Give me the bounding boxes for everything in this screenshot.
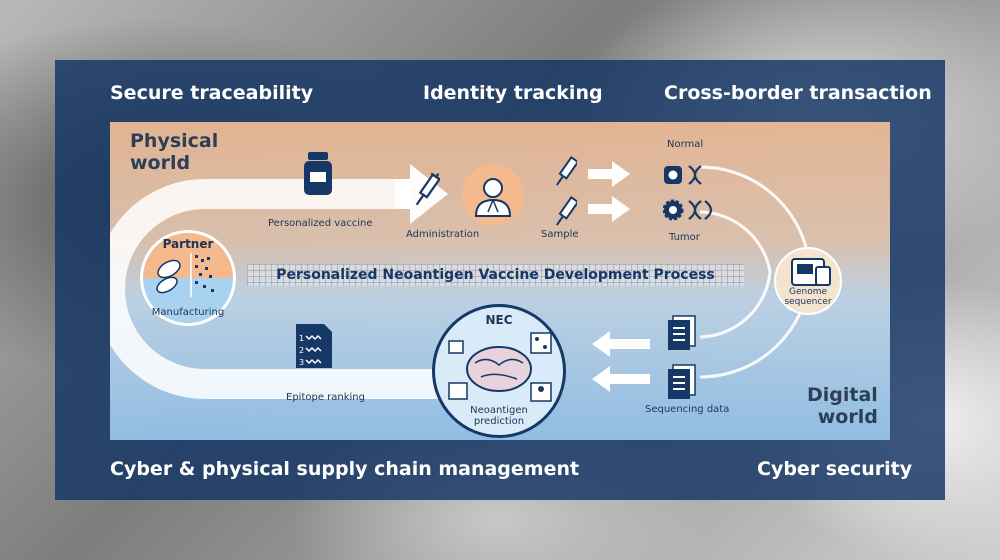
ranking-number-3: 3 (299, 358, 304, 367)
tumor-label: Tumor (669, 232, 700, 243)
brain-network-icon (448, 332, 552, 402)
physical-world-label: Physical world (130, 130, 218, 174)
physical-world-line2: world (130, 152, 191, 174)
neoantigen-line1: Neoantigen (470, 405, 528, 416)
normal-arrow (588, 161, 630, 187)
loop-track-right-inner (699, 210, 772, 339)
digital-world-line2: world (817, 406, 878, 428)
tumor-cell-dna-icon (663, 199, 713, 221)
label-cross-border-transaction: Cross-border transaction (664, 82, 932, 104)
sequencer-machine-icon (791, 258, 831, 286)
normal-label: Normal (667, 139, 704, 150)
epitope-ranking-label: Epitope ranking (286, 392, 365, 403)
manufacturing-label: Manufacturing (151, 307, 225, 318)
process-title: Personalized Neoantigen Vaccine Developm… (247, 264, 744, 286)
label-supply-chain-management: Cyber & physical supply chain management (110, 458, 580, 480)
neoantigen-line2: prediction (473, 416, 525, 427)
normal-cell-dna-icon (664, 165, 702, 185)
genome-sequencer-node: Genome sequencer (774, 247, 842, 315)
syringe-icon (415, 172, 440, 206)
label-secure-traceability: Secure traceability (110, 82, 314, 104)
sample-syringe-icon-2 (556, 196, 577, 226)
nec-node: NEC Neoantigen prediction (432, 304, 566, 438)
patient-node (462, 164, 524, 226)
sample-syringe-icon-1 (556, 156, 577, 186)
manufacturing-icon (156, 253, 214, 297)
patient-icon (474, 178, 512, 217)
partner-label: Partner (162, 237, 214, 251)
epitope-ranking-document-icon: 1 2 3 (296, 324, 332, 368)
genome-line1: Genome (788, 287, 828, 297)
data-arrow-top (592, 331, 650, 357)
sequencing-document-icon-1 (668, 315, 696, 350)
process-flow-diagram (110, 161, 812, 399)
tumor-arrow (588, 196, 630, 222)
digital-world-line1: Digital (807, 384, 878, 406)
administration-label: Administration (406, 229, 480, 240)
partner-manufacturing-node: Partner Manufacturing (140, 230, 236, 326)
personalized-vaccine-label: Personalized vaccine (268, 218, 373, 229)
label-identity-tracking: Identity tracking (423, 82, 603, 104)
physical-world-line1: Physical (130, 130, 219, 152)
sequencing-document-icon-2 (668, 364, 696, 399)
loop-track-left (110, 179, 440, 399)
sample-label: Sample (541, 229, 579, 240)
ranking-number-2: 2 (299, 346, 304, 355)
sequencing-data-label: Sequencing data (645, 404, 730, 415)
data-arrow-bottom (592, 366, 650, 392)
ranking-number-1: 1 (299, 334, 304, 343)
vaccine-vial-icon (304, 152, 332, 195)
neoantigen-prediction-label: Neoantigen prediction (435, 405, 563, 427)
label-cyber-security: Cyber security (757, 458, 913, 480)
digital-world-label: Digital world (807, 384, 878, 428)
process-panel: Physical world Digital world Personalize… (110, 122, 890, 440)
genome-sequencer-label: Genome sequencer (776, 287, 840, 307)
nec-label: NEC (485, 313, 513, 327)
genome-line2: sequencer (784, 297, 832, 307)
